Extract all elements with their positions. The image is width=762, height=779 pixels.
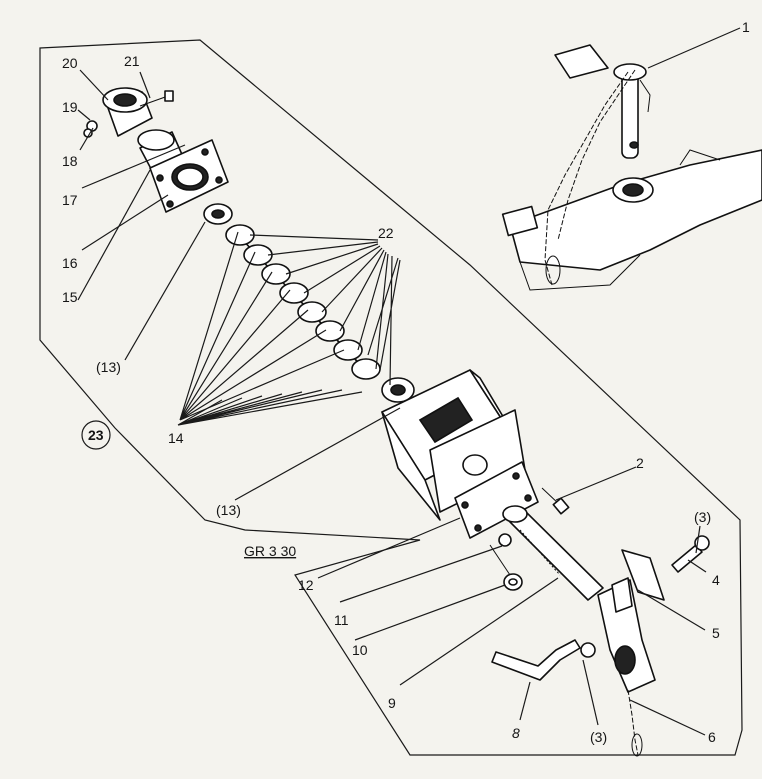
bolt-21 <box>139 90 174 107</box>
callout-21: 21 <box>124 53 140 69</box>
swivel-rod-9 <box>502 505 604 601</box>
grease-nipple-11 <box>498 533 512 547</box>
bolt-2 <box>541 487 570 515</box>
pin-4 <box>671 544 703 573</box>
callout-14: 14 <box>168 430 184 446</box>
housing-block <box>381 369 526 521</box>
callout-13-upper: (13) <box>96 359 121 375</box>
assembly-outline <box>39 39 743 756</box>
callout-12: 12 <box>298 577 314 593</box>
callout-2: 2 <box>636 455 644 471</box>
callout-3-lower: (3) <box>590 729 607 745</box>
nut-3-lower <box>580 642 596 658</box>
clevis-hook <box>597 577 656 693</box>
pin-8 <box>491 639 581 681</box>
callout-17: 17 <box>62 192 78 208</box>
callout-5: 5 <box>712 625 720 641</box>
callout-11: 11 <box>334 612 349 628</box>
callout-22: 22 <box>378 225 394 241</box>
chain-1 <box>544 69 636 286</box>
callout-9: 9 <box>388 695 396 711</box>
callout-16: 16 <box>62 255 78 271</box>
bush-20 <box>102 87 153 137</box>
callout-18: 18 <box>62 153 78 169</box>
callout-19: 19 <box>62 99 78 115</box>
callout-3-upper: (3) <box>694 509 711 525</box>
callout-13-lower: (13) <box>216 502 241 518</box>
callout-23-circle <box>81 420 111 450</box>
mounting-plate-12 <box>454 461 539 539</box>
callout-4: 4 <box>712 572 720 588</box>
hitch-pin-1 <box>554 44 651 159</box>
drawbar-illustration <box>501 149 762 291</box>
flange-plate-16 <box>149 139 229 213</box>
callout-10: 10 <box>352 642 368 658</box>
chain-6 <box>627 689 643 757</box>
callout-20: 20 <box>62 55 78 71</box>
callout-1: 1 <box>742 19 750 35</box>
callout-23: 23 <box>88 427 104 443</box>
callout-6: 6 <box>708 729 716 745</box>
callout-8: 8 <box>512 725 520 741</box>
pin-5 <box>621 549 665 601</box>
eye-bolt-10 <box>489 544 523 591</box>
callout-15: 15 <box>62 289 78 305</box>
leader-lines <box>77 27 741 736</box>
callout-ref: GR 3 30 <box>244 543 296 559</box>
